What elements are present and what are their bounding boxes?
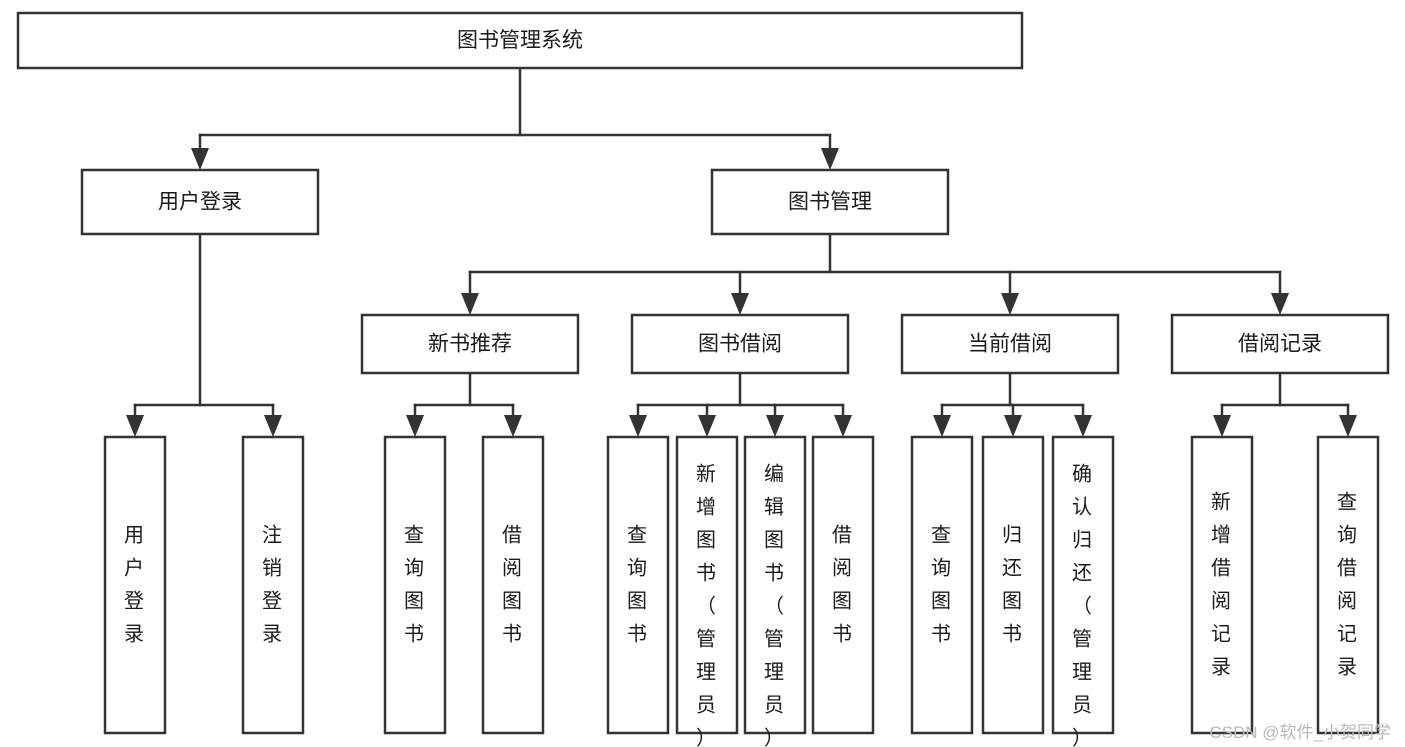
node-box-leaf-query-book-rec[interactable]: [383, 435, 447, 735]
leaf-node-leaf-query-book-rec[interactable]: 查询图书: [383, 435, 447, 735]
node-box-leaf-add-book-admin[interactable]: [675, 435, 739, 735]
node-label-leaf-query-book-rec: 查询图书: [404, 524, 426, 646]
node-box-leaf-confirm-return-admin[interactable]: [1051, 435, 1115, 735]
node-box-root[interactable]: [16, 11, 1024, 70]
node-box-leaf-query-borrow-record[interactable]: [1316, 435, 1380, 735]
node-label-user-login: 用户登录: [158, 191, 242, 214]
node-label-leaf-borrow-book-rec: 借阅图书: [502, 524, 524, 646]
arrow-head-icon-leaf-query-book-borrow: [629, 415, 647, 437]
level2-node-borrow-record[interactable]: 借阅记录: [1170, 313, 1390, 375]
node-box-leaf-query-book-current[interactable]: [910, 435, 974, 735]
leaf-node-leaf-logout-login[interactable]: 注销登录: [241, 435, 305, 735]
node-box-leaf-user-login[interactable]: [103, 435, 167, 735]
node-label-leaf-logout-login: 注销登录: [262, 524, 284, 646]
level1-node-book-manage[interactable]: 图书管理: [710, 168, 950, 236]
node-label-leaf-query-borrow-record: 查询借阅记录: [1337, 491, 1359, 679]
node-box-leaf-query-book-borrow[interactable]: [606, 435, 670, 735]
leaf-node-leaf-add-borrow-record[interactable]: 新增借阅记录: [1190, 435, 1254, 735]
arrow-head-icon-borrow-record: [1271, 293, 1289, 315]
nodes-layer: 图书管理系统用户登录图书管理新书推荐图书借阅当前借阅借阅记录用户登录注销登录查询…: [16, 11, 1390, 747]
arrow-head-icon-leaf-add-book-admin: [698, 415, 716, 437]
node-box-user-login[interactable]: [80, 168, 320, 236]
node-label-leaf-query-book-borrow: 查询图书: [627, 524, 649, 646]
node-label-book-manage: 图书管理: [788, 191, 872, 214]
node-box-borrow-record[interactable]: [1170, 313, 1390, 375]
arrow-head-icon-leaf-query-borrow-record: [1339, 415, 1357, 437]
level2-node-current-borrow[interactable]: 当前借阅: [900, 313, 1120, 375]
node-box-leaf-logout-login[interactable]: [241, 435, 305, 735]
node-label-leaf-query-book-current: 查询图书: [931, 524, 953, 646]
node-box-book-borrow[interactable]: [630, 313, 850, 375]
arrow-head-icon-leaf-confirm-return-admin: [1074, 415, 1092, 437]
arrow-head-icon-leaf-user-login: [126, 415, 144, 437]
arrow-head-icon-leaf-edit-book-admin: [766, 415, 784, 437]
arrow-head-icon-leaf-logout-login: [264, 415, 282, 437]
node-label-root: 图书管理系统: [457, 29, 583, 52]
node-box-current-borrow[interactable]: [900, 313, 1120, 375]
arrow-head-icon-leaf-return-book: [1004, 415, 1022, 437]
leaf-node-leaf-query-book-current[interactable]: 查询图书: [910, 435, 974, 735]
arrow-head-icon-leaf-query-book-rec: [406, 415, 424, 437]
node-label-new-book-recommend: 新书推荐: [428, 333, 512, 356]
node-label-leaf-edit-book-admin: 编辑图书（管理员）: [764, 463, 786, 747]
leaf-node-leaf-user-login[interactable]: 用户登录: [103, 435, 167, 735]
node-label-book-borrow: 图书借阅: [698, 333, 782, 356]
node-label-leaf-borrow-book: 借阅图书: [832, 524, 854, 646]
leaf-node-leaf-query-borrow-record[interactable]: 查询借阅记录: [1316, 435, 1380, 735]
level2-node-new-book-recommend[interactable]: 新书推荐: [360, 313, 580, 375]
node-box-new-book-recommend[interactable]: [360, 313, 580, 375]
node-label-leaf-confirm-return-admin: 确认归还（管理员）: [1072, 463, 1094, 747]
arrow-head-icon-new-book-recommend: [461, 293, 479, 315]
node-label-leaf-return-book: 归还图书: [1002, 524, 1024, 646]
root-node-root[interactable]: 图书管理系统: [16, 11, 1024, 70]
arrow-head-icon-leaf-add-borrow-record: [1213, 415, 1231, 437]
node-box-book-manage[interactable]: [710, 168, 950, 236]
leaf-node-leaf-add-book-admin[interactable]: 新增图书（管理员）: [675, 435, 739, 747]
node-box-leaf-borrow-book-rec[interactable]: [481, 435, 545, 735]
leaf-node-leaf-return-book[interactable]: 归还图书: [981, 435, 1045, 735]
node-label-leaf-add-book-admin: 新增图书（管理员）: [696, 463, 718, 747]
edges-layer: [126, 66, 1357, 437]
arrow-head-icon-current-borrow: [1001, 293, 1019, 315]
leaf-node-leaf-edit-book-admin[interactable]: 编辑图书（管理员）: [743, 435, 807, 747]
arrow-head-icon-leaf-borrow-book: [834, 415, 852, 437]
arrow-head-icon-book-borrow: [731, 293, 749, 315]
leaf-node-leaf-query-book-borrow[interactable]: 查询图书: [606, 435, 670, 735]
arrow-head-icon-leaf-borrow-book-rec: [504, 415, 522, 437]
leaf-node-leaf-confirm-return-admin[interactable]: 确认归还（管理员）: [1051, 435, 1115, 747]
arrow-head-icon-book-manage: [821, 148, 839, 170]
node-label-borrow-record: 借阅记录: [1238, 333, 1322, 356]
node-box-leaf-add-borrow-record[interactable]: [1190, 435, 1254, 735]
node-box-leaf-return-book[interactable]: [981, 435, 1045, 735]
leaf-node-leaf-borrow-book[interactable]: 借阅图书: [811, 435, 875, 735]
arrow-head-icon-user-login: [191, 148, 209, 170]
node-label-current-borrow: 当前借阅: [968, 333, 1052, 356]
level1-node-user-login[interactable]: 用户登录: [80, 168, 320, 236]
node-box-leaf-borrow-book[interactable]: [811, 435, 875, 735]
level2-node-book-borrow[interactable]: 图书借阅: [630, 313, 850, 375]
arrow-head-icon-leaf-query-book-current: [933, 415, 951, 437]
node-label-leaf-user-login: 用户登录: [124, 525, 146, 646]
node-label-leaf-add-borrow-record: 新增借阅记录: [1211, 491, 1233, 679]
node-box-leaf-edit-book-admin[interactable]: [743, 435, 807, 735]
leaf-node-leaf-borrow-book-rec[interactable]: 借阅图书: [481, 435, 545, 735]
